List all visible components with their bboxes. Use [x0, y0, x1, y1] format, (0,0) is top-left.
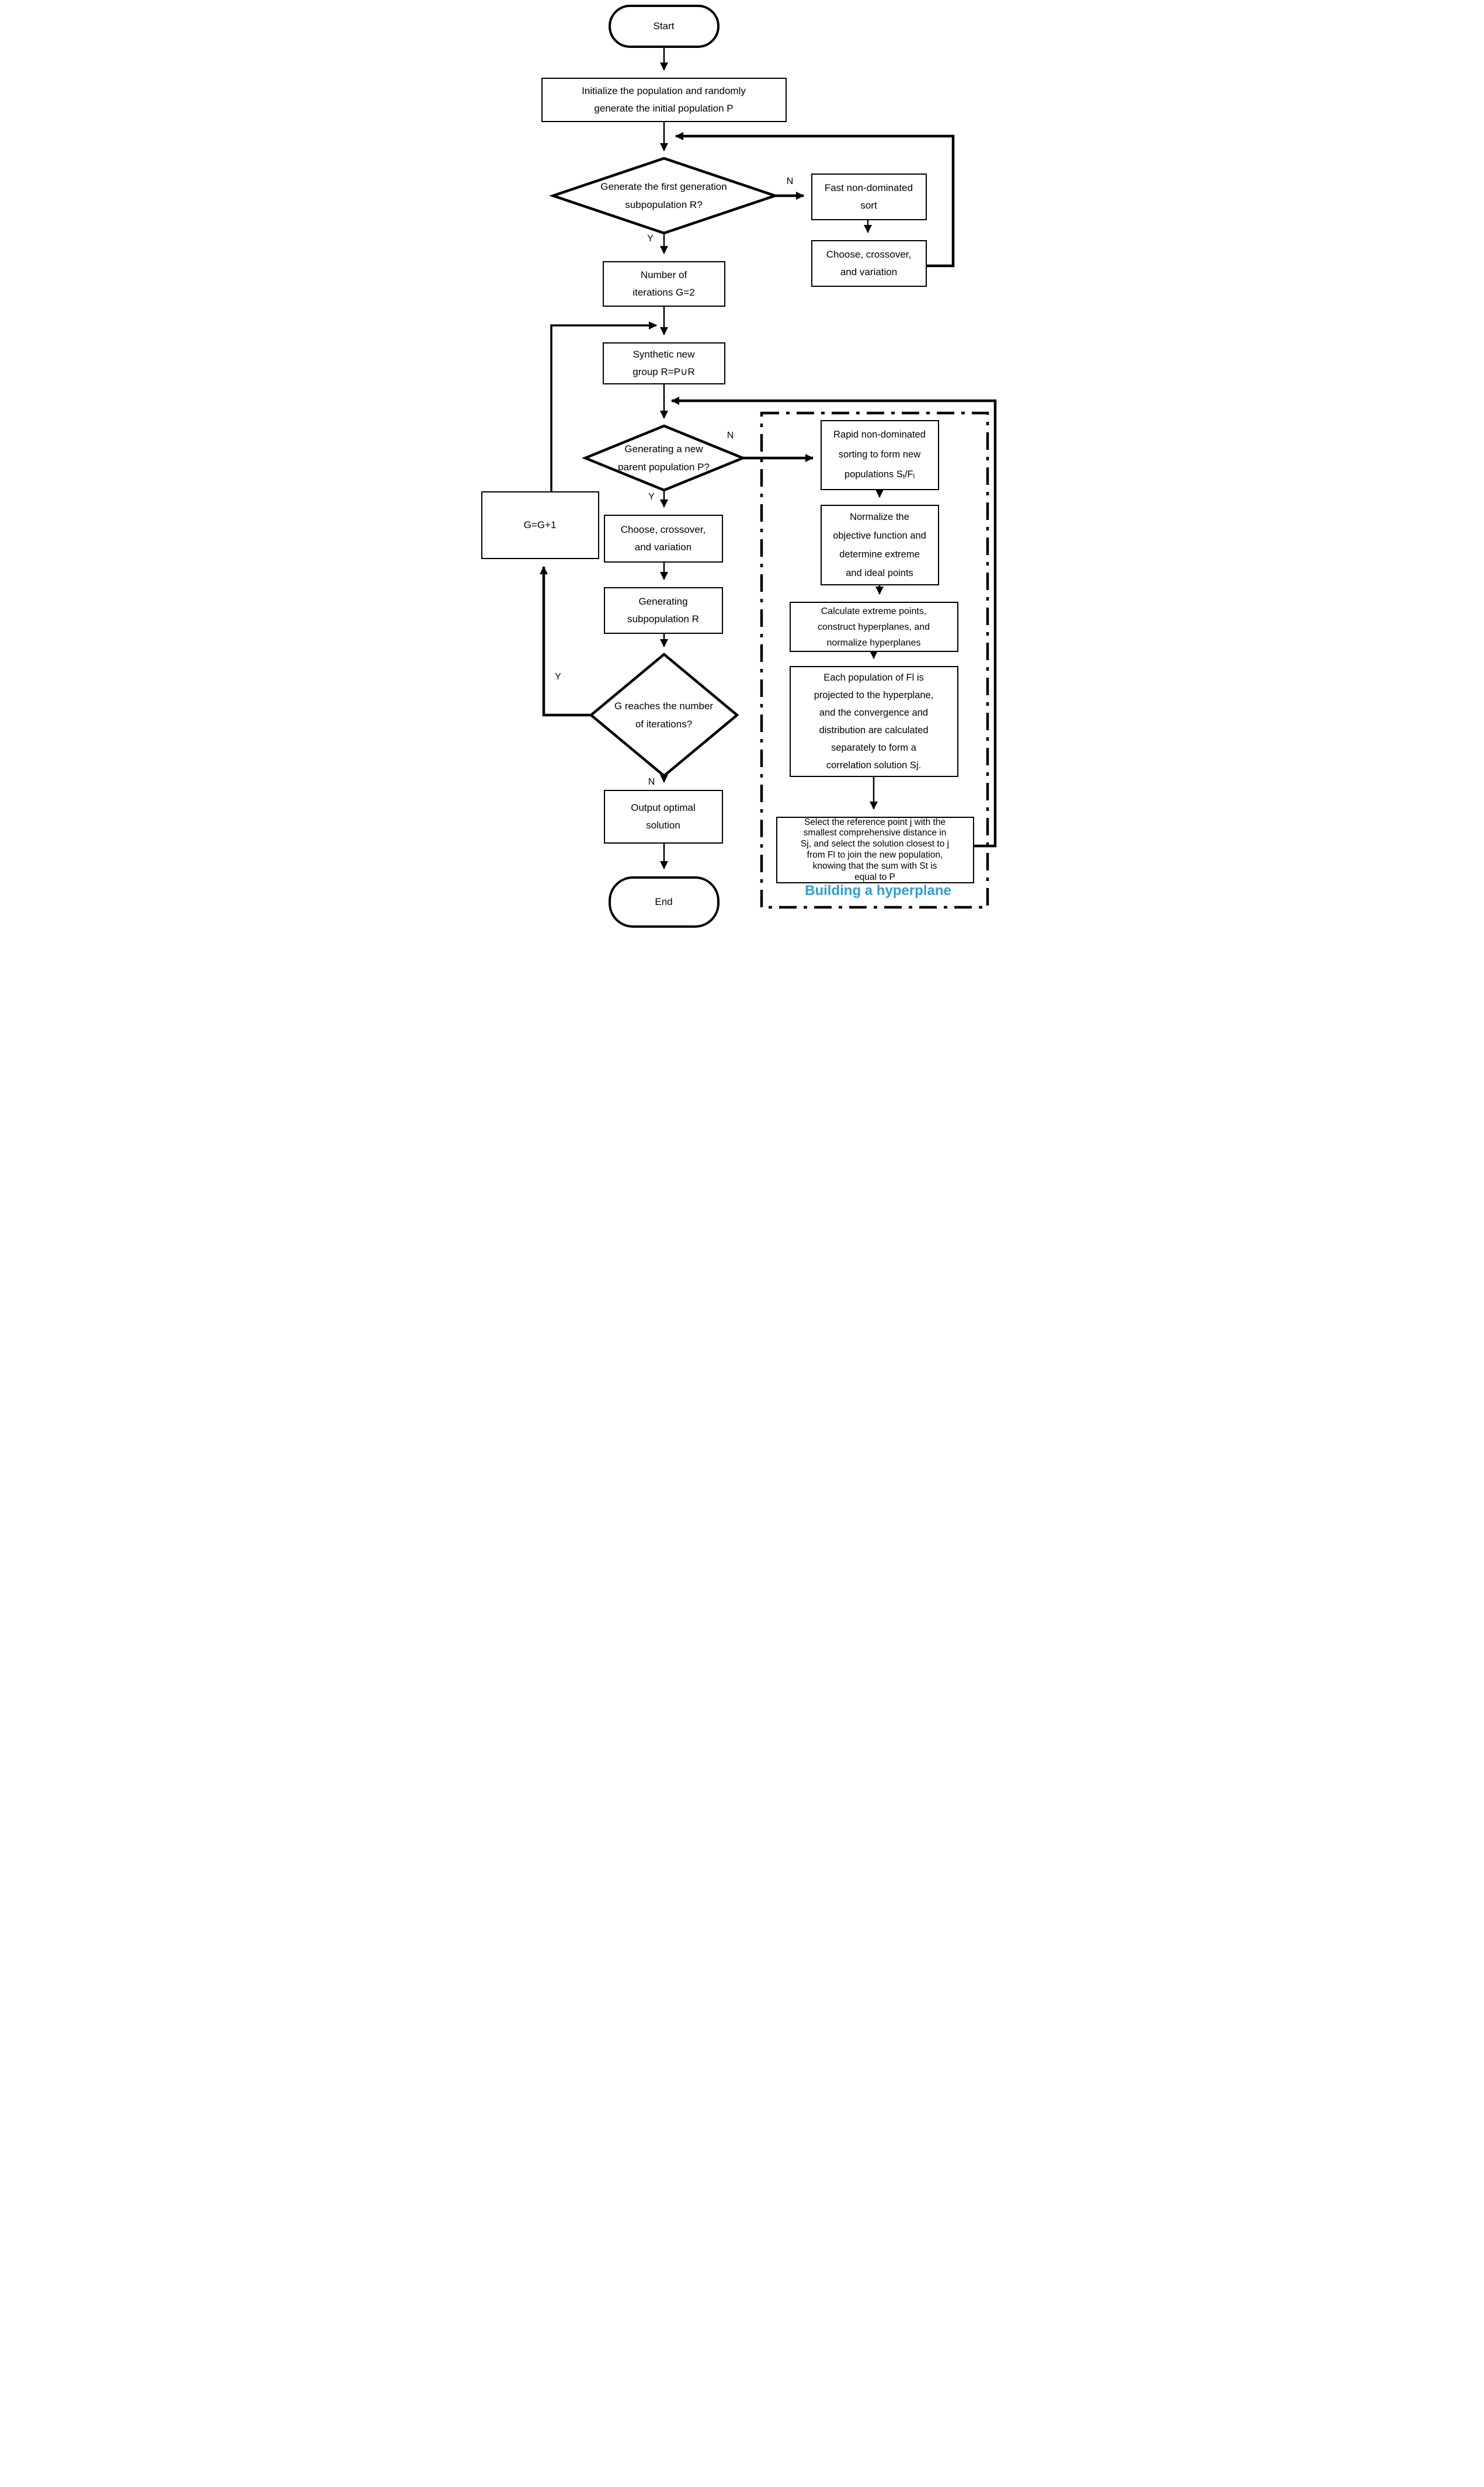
label-first-gen-yes: Y	[647, 234, 654, 244]
text-line: correlation solution Sj.	[826, 760, 922, 771]
subscript-t: t	[902, 473, 905, 480]
text-line: construct hyperplanes, and	[817, 622, 930, 632]
project-population-step: Each population of Fl is projected to th…	[789, 666, 958, 777]
text-line: and ideal points	[846, 568, 913, 578]
text-line: Number of	[640, 269, 687, 280]
text-line: G reaches the number	[614, 700, 714, 712]
connector-loop-choose-top	[675, 132, 954, 268]
text-line: Fast non-dominated	[824, 182, 913, 193]
label-iteration-yes: Y	[555, 672, 561, 682]
generating-subpopulation-step: Generating subpopulation R	[603, 587, 723, 634]
text-part: /F	[904, 469, 913, 480]
text-line: Choose, crossover,	[826, 249, 912, 260]
iteration-limit-decision-shape	[588, 653, 739, 778]
text-line: knowing that the sum with St is	[812, 861, 937, 871]
text-line: group R=P∪R	[632, 366, 695, 377]
hyperplane-region-label: Building a hyperplane	[805, 883, 951, 899]
output-solution-step: Output optimal solution	[603, 790, 723, 844]
calculate-extreme-points-step: Calculate extreme points, construct hype…	[789, 602, 958, 652]
text-line: sorting to form new	[838, 449, 921, 460]
text-line: determine extreme	[839, 549, 920, 560]
text-line: generate the initial population P	[594, 103, 734, 114]
text-line: Generating	[638, 596, 688, 607]
iteration-limit-decision: G reaches the number of iterations?	[576, 689, 752, 741]
text-line: Rapid non-dominated	[833, 429, 926, 440]
text-line: from Fl to join the new population,	[807, 850, 943, 860]
text-line: Normalize the	[850, 512, 909, 522]
text-line: normalize hyperplanes	[826, 637, 921, 648]
normalize-objective-step: Normalize the objective function and det…	[820, 505, 939, 585]
text-line: subpopulation R?	[625, 199, 703, 210]
start-terminator: Start	[608, 5, 720, 48]
text-line: Sj, and select the solution closest to j	[800, 839, 950, 849]
select-reference-point-step: Select the reference point j with the sm…	[776, 817, 974, 883]
label-new-parent-yes: Y	[648, 492, 655, 502]
text-line: Each population of Fl is	[823, 672, 924, 683]
text-line: equal to P	[854, 872, 895, 882]
text-line: populations St/Fl	[844, 464, 915, 485]
text-line: Choose, crossover,	[620, 524, 706, 535]
text-line: and variation	[634, 542, 692, 553]
first-generation-decision-shape	[548, 157, 779, 235]
connector-layer	[539, 48, 996, 909]
rapid-sort-step: Rapid non-dominated sorting to form new …	[820, 420, 939, 490]
iteration-counter-step: Number of iterations G=2	[602, 261, 725, 307]
text-line: separately to form a	[831, 743, 916, 753]
first-generation-decision: Generate the first generation subpopulat…	[565, 169, 763, 222]
label-iteration-no: N	[648, 777, 655, 787]
new-parent-decision: Generating a new parent population P?	[582, 435, 746, 481]
text-line: G=G+1	[523, 519, 557, 530]
subscript-l: l	[913, 473, 915, 480]
choose-crossover-variation-step: Choose, crossover, and variation	[603, 515, 723, 563]
text-line: Start	[653, 20, 675, 32]
end-terminator: End	[608, 876, 720, 928]
text-line: Calculate extreme points,	[821, 606, 927, 616]
text-line: solution	[646, 820, 680, 831]
text-line: Synthetic new	[632, 349, 695, 360]
connector-loop-g-increment-up	[550, 321, 657, 491]
fast-nondominated-sort-step: Fast non-dominated sort	[811, 174, 927, 220]
text-line: iterations G=2	[632, 287, 695, 298]
text-line: subpopulation R	[627, 613, 699, 625]
label-new-parent-no: N	[727, 431, 734, 440]
flowchart-canvas: Start End Initialize the population and …	[464, 0, 1020, 930]
text-line: Select the reference point j with the	[804, 817, 946, 827]
connector-iteration-decision-yes	[539, 566, 591, 717]
new-parent-decision-shape	[581, 424, 746, 492]
text-part: populations S	[844, 469, 903, 480]
text-line: smallest comprehensive distance in	[803, 828, 947, 838]
text-line: Generating a new	[624, 443, 703, 455]
initialize-step: Initialize the population and randomly g…	[541, 78, 787, 122]
text-line: Initialize the population and randomly	[582, 85, 746, 96]
text-line: and the convergence and	[819, 707, 929, 718]
text-line: projected to the hyperplane,	[814, 690, 934, 700]
text-line: sort	[860, 200, 877, 211]
hyperplane-region	[760, 411, 989, 909]
text-line: objective function and	[833, 530, 926, 541]
text-line: End	[655, 896, 673, 907]
choose-crossover-variation-top-step: Choose, crossover, and variation	[811, 240, 927, 287]
text-line: distribution are calculated	[819, 725, 929, 736]
g-increment-step: G=G+1	[481, 491, 599, 559]
text-line: parent population P?	[618, 462, 710, 473]
synthetic-group-step: Synthetic new group R=P∪R	[602, 342, 725, 384]
text-line: Generate the first generation	[600, 181, 727, 192]
text-line: Output optimal	[631, 802, 696, 813]
text-line: and variation	[840, 266, 898, 278]
label-first-gen-no: N	[786, 176, 794, 186]
text-line: of iterations?	[635, 719, 693, 730]
connector-loop-select-reference	[670, 397, 996, 848]
